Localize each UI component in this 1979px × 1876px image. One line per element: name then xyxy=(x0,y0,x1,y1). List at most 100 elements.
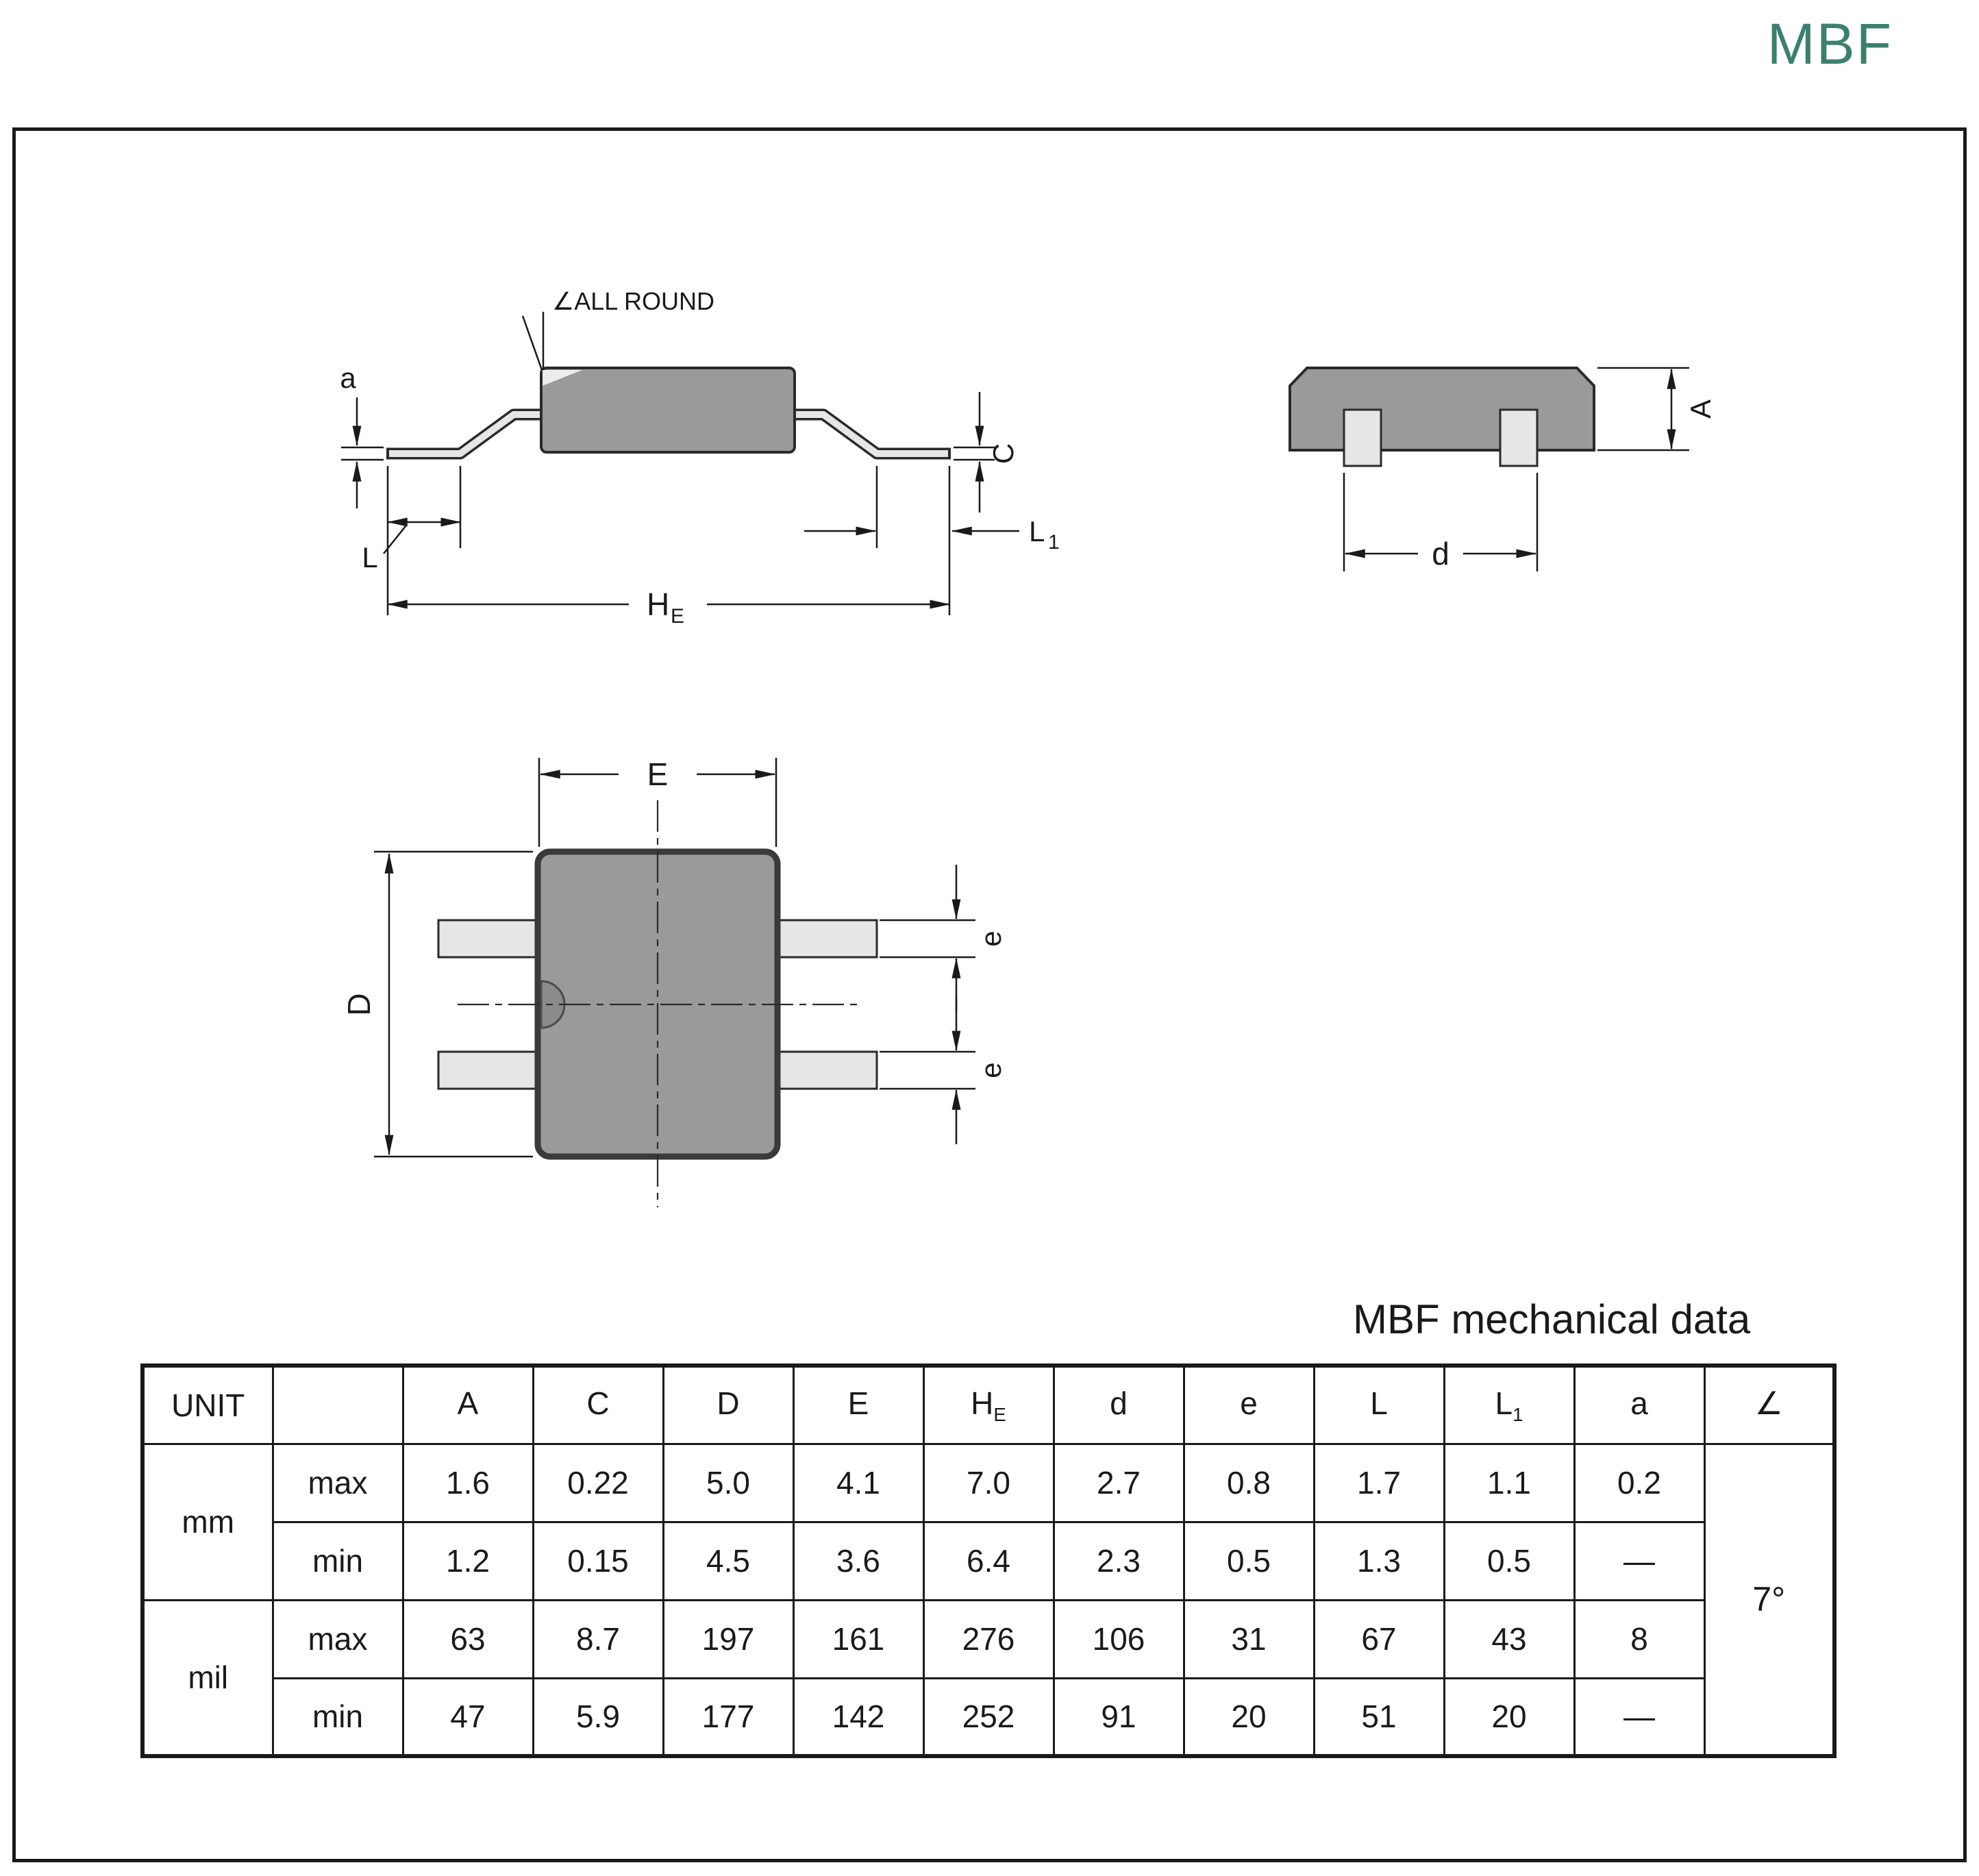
dim-label-d: d xyxy=(1432,536,1449,571)
lead-pad-left xyxy=(1343,408,1382,467)
value-cell: 0.22 xyxy=(532,1442,664,1523)
value-cell: 276 xyxy=(922,1599,1055,1679)
col-header-text: e xyxy=(1240,1385,1258,1421)
value-cell: 1.7 xyxy=(1312,1442,1445,1523)
col-header: D xyxy=(662,1364,795,1445)
value-cell: 177 xyxy=(662,1677,795,1757)
value-cell: 161 xyxy=(792,1599,925,1679)
value-cell: 4.5 xyxy=(662,1520,795,1601)
value-cell: — xyxy=(1573,1677,1706,1757)
col-header-text: L xyxy=(1495,1385,1513,1421)
dim-e-pitch-top xyxy=(880,865,975,1013)
all-round-note: ∠ALL ROUND xyxy=(552,287,714,315)
col-header-text: C xyxy=(586,1385,610,1421)
value-cell: 2.3 xyxy=(1052,1520,1185,1601)
drawing-frame: ∠ALL ROUND a C xyxy=(12,127,1967,1862)
dim-label-l1: L xyxy=(1029,515,1045,547)
value-cell: 1.6 xyxy=(401,1442,534,1523)
col-header: HE xyxy=(922,1364,1055,1445)
top-view: E D e xyxy=(341,756,1007,1207)
limit-cell: min xyxy=(271,1520,404,1601)
mechanical-data-table: UNIT A C D E HE d e L L1 a ∠ mm max 1.6 … xyxy=(140,1363,1837,1758)
lead-top-left xyxy=(437,919,543,959)
col-header-text: D xyxy=(717,1385,740,1421)
dim-label-a-height: A xyxy=(1684,399,1717,419)
value-cell: 67 xyxy=(1312,1599,1445,1679)
col-header-text: E xyxy=(847,1385,869,1421)
draft-angle-lines xyxy=(521,312,545,371)
value-cell: 43 xyxy=(1443,1599,1576,1679)
lead-top-right xyxy=(773,919,878,959)
dim-e-pitch-bottom xyxy=(880,996,975,1144)
value-cell: 0.8 xyxy=(1182,1442,1315,1523)
value-cell: 142 xyxy=(792,1677,925,1757)
value-cell: 20 xyxy=(1182,1677,1315,1757)
col-header-text: H xyxy=(971,1385,994,1421)
table-row: mil max 63 8.7 197 161 276 106 31 67 43 … xyxy=(141,1599,1834,1757)
value-cell: 31 xyxy=(1182,1599,1315,1679)
value-cell: 0.15 xyxy=(532,1520,664,1601)
value-cell: 4.1 xyxy=(792,1442,925,1523)
value-cell: 8.7 xyxy=(532,1599,664,1679)
col-header: ∠ xyxy=(1703,1364,1836,1445)
col-header: A xyxy=(401,1364,534,1445)
value-cell: 7.0 xyxy=(922,1442,1055,1523)
value-cell: 1.3 xyxy=(1312,1520,1445,1601)
dim-label-he-sub: E xyxy=(671,605,684,628)
value-cell: 197 xyxy=(662,1599,795,1679)
table-caption: MBF mechanical data xyxy=(1353,1296,1751,1342)
value-cell: 0.2 xyxy=(1573,1442,1706,1523)
table-row: min 1.2 0.15 4.5 3.6 6.4 2.3 0.5 1.3 0.5… xyxy=(142,1520,1834,1601)
mold-chamfer xyxy=(543,370,582,386)
lead-pad-right xyxy=(1499,408,1539,467)
lead-bottom-right xyxy=(773,1050,878,1090)
value-cell: 2.7 xyxy=(1052,1442,1185,1523)
side-view: ∠ALL ROUND a C xyxy=(340,287,1059,628)
lead-bottom-left xyxy=(437,1050,543,1090)
col-header-sub: 1 xyxy=(1513,1403,1523,1425)
dim-label-l: L xyxy=(362,541,377,573)
col-header-text: a xyxy=(1630,1385,1648,1421)
dim-l xyxy=(383,466,462,615)
limit-cell: max xyxy=(271,1442,404,1523)
value-cell: 6.4 xyxy=(922,1520,1055,1601)
col-header: E xyxy=(792,1364,925,1445)
end-view: A d xyxy=(1289,367,1717,571)
value-cell: 106 xyxy=(1052,1599,1185,1679)
col-header-text: L xyxy=(1370,1385,1388,1421)
mechanical-drawing: ∠ALL ROUND a C xyxy=(340,287,1717,1207)
gullwing-lead-left xyxy=(386,408,551,460)
value-cell: 0.5 xyxy=(1443,1520,1576,1601)
value-cell: 3.6 xyxy=(792,1520,925,1601)
dim-l1 xyxy=(804,466,1019,615)
table-row: min 47 5.9 177 142 252 91 20 51 20 — xyxy=(142,1677,1834,1757)
value-cell: 20 xyxy=(1443,1677,1576,1757)
package-body-side xyxy=(540,367,796,454)
col-header: L1 xyxy=(1443,1364,1576,1445)
dim-label-e-top: e xyxy=(975,930,1007,946)
dim-c xyxy=(954,392,995,513)
dim-a xyxy=(341,397,384,508)
dim-d xyxy=(1343,473,1539,571)
limit-header-cell xyxy=(271,1364,404,1445)
dim-label-a: a xyxy=(340,362,356,394)
dim-label-l1-sub: 1 xyxy=(1048,531,1060,554)
value-cell: 1.2 xyxy=(401,1520,534,1601)
col-header: e xyxy=(1182,1364,1315,1445)
table-header-row: UNIT A C D E HE d e L L1 a ∠ xyxy=(141,1364,1836,1445)
dim-d-length xyxy=(374,850,533,1158)
unit-cell: mil xyxy=(141,1599,274,1757)
value-cell: 0.5 xyxy=(1182,1520,1315,1601)
package-body-end xyxy=(1289,367,1595,452)
value-cell: 8 xyxy=(1573,1599,1706,1679)
col-header-sub: E xyxy=(993,1403,1006,1425)
value-cell: 5.0 xyxy=(662,1442,795,1523)
dim-label-c: C xyxy=(987,443,1019,464)
table-row: mm max 1.6 0.22 5.0 4.1 7.0 2.7 0.8 1.7 … xyxy=(141,1442,1836,1757)
dim-label-he: H xyxy=(647,587,669,622)
dim-label-d-length: D xyxy=(341,993,377,1015)
dim-label-e-bottom: e xyxy=(975,1062,1007,1078)
value-cell: 1.1 xyxy=(1443,1442,1576,1523)
value-cell: 63 xyxy=(401,1599,534,1679)
